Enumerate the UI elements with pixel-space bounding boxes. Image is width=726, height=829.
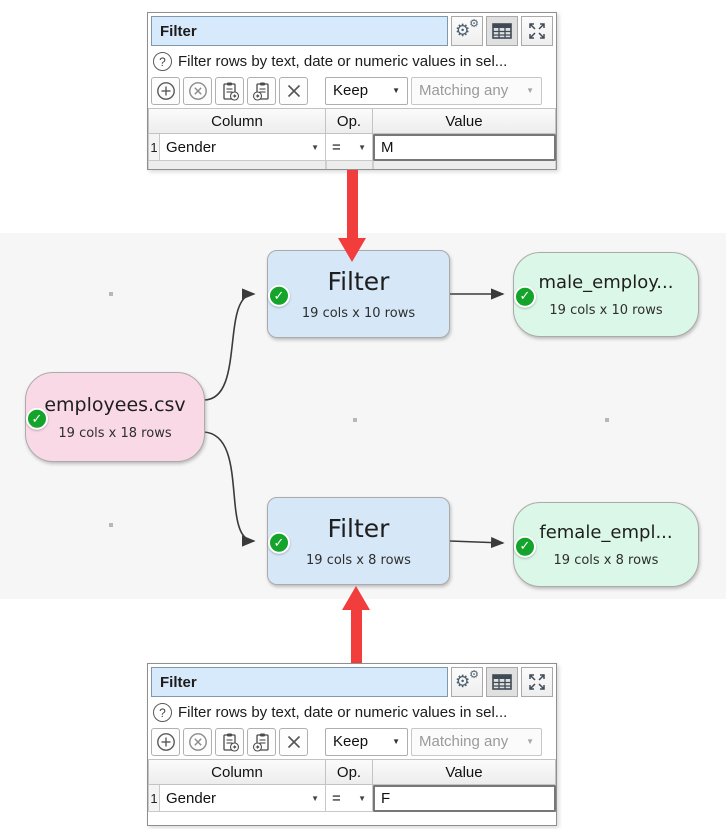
grid-dot	[109, 292, 113, 296]
red-arrow-up-icon	[342, 586, 370, 663]
expand-button[interactable]	[521, 667, 553, 697]
panel-title-field[interactable]: Filter	[151, 667, 448, 697]
remove-criterion-button[interactable]	[183, 727, 212, 756]
node-subtitle: 19 cols x 8 rows	[553, 552, 659, 568]
value-header: Value	[373, 759, 556, 785]
x-icon	[287, 735, 300, 748]
op-dropdown[interactable]: =	[326, 134, 373, 161]
filter-panel-top: Filter ⚙⚙	[147, 12, 557, 170]
row-number: 1	[148, 785, 160, 812]
node-title: female_empl...	[539, 521, 673, 543]
node-filter-bottom[interactable]: ✓ Filter 19 cols x 8 rows	[267, 497, 450, 585]
expand-icon	[529, 674, 545, 690]
node-title: employees.csv	[44, 393, 186, 416]
flow-canvas[interactable]: ✓ employees.csv 19 cols x 18 rows ✓ Filt…	[0, 233, 726, 599]
op-dropdown[interactable]: =	[326, 785, 373, 812]
help-icon[interactable]: ?	[153, 703, 172, 722]
clipboard-paste-icon	[252, 82, 269, 101]
op-header: Op.	[326, 759, 373, 785]
column-header: Column	[148, 759, 326, 785]
add-criterion-button[interactable]	[151, 727, 180, 756]
grid-dot	[109, 523, 113, 527]
column-header: Column	[148, 108, 326, 134]
help-text: Filter rows by text, date or numeric val…	[178, 53, 508, 70]
red-arrow-down-icon	[338, 170, 366, 262]
remove-criterion-button[interactable]	[183, 76, 212, 105]
help-text: Filter rows by text, date or numeric val…	[178, 704, 508, 721]
delete-criteria-button[interactable]	[279, 727, 308, 756]
node-female-employees[interactable]: ✓ female_empl... 19 cols x 8 rows	[513, 502, 699, 587]
criterion-row: 1 Gender = F	[148, 785, 556, 812]
op-header: Op.	[326, 108, 373, 134]
keep-dropdown[interactable]: Keep	[325, 727, 408, 756]
table-view-button[interactable]	[486, 667, 518, 697]
check-icon: ✓	[268, 531, 290, 554]
expand-icon	[529, 23, 545, 39]
gear-icon: ⚙⚙	[455, 668, 479, 692]
check-icon: ✓	[514, 535, 536, 558]
column-dropdown[interactable]: Gender	[160, 134, 326, 161]
add-criterion-button[interactable]	[151, 76, 180, 105]
value-input[interactable]: M	[373, 134, 556, 161]
value-header: Value	[373, 108, 556, 134]
node-subtitle: 19 cols x 8 rows	[306, 553, 411, 568]
copy-criteria-button[interactable]	[215, 76, 244, 105]
check-icon: ✓	[514, 285, 536, 308]
keep-dropdown[interactable]: Keep	[325, 76, 408, 105]
grid-dot	[605, 418, 609, 422]
value-input[interactable]: F	[373, 785, 556, 812]
x-icon	[287, 84, 300, 97]
filter-panel-bottom: Filter ⚙⚙	[147, 663, 557, 826]
expand-button[interactable]	[521, 16, 553, 46]
column-dropdown[interactable]: Gender	[160, 785, 326, 812]
node-employees-csv[interactable]: ✓ employees.csv 19 cols x 18 rows	[25, 372, 205, 462]
paste-criteria-button[interactable]	[247, 727, 276, 756]
criterion-row: 1 Gender = M	[148, 134, 556, 161]
node-subtitle: 19 cols x 18 rows	[58, 425, 172, 441]
check-icon: ✓	[26, 407, 48, 430]
clipboard-copy-icon	[222, 733, 239, 752]
delete-criteria-button[interactable]	[279, 76, 308, 105]
node-subtitle: 19 cols x 10 rows	[301, 306, 416, 321]
node-filter-top[interactable]: ✓ Filter 19 cols x 10 rows	[267, 250, 450, 338]
copy-criteria-button[interactable]	[215, 727, 244, 756]
node-male-employees[interactable]: ✓ male_employ... 19 cols x 10 rows	[513, 252, 699, 337]
settings-button[interactable]: ⚙⚙	[451, 16, 483, 46]
x-circle-icon	[188, 732, 207, 751]
check-icon: ✓	[268, 284, 290, 307]
settings-button[interactable]: ⚙⚙	[451, 667, 483, 697]
matching-dropdown[interactable]: Matching any	[411, 727, 542, 756]
table-icon	[492, 23, 512, 39]
matching-dropdown[interactable]: Matching any	[411, 76, 542, 105]
clipboard-copy-icon	[222, 82, 239, 101]
plus-circle-icon	[156, 732, 175, 751]
node-title: Filter	[327, 267, 390, 296]
help-icon[interactable]: ?	[153, 52, 172, 71]
panel-title-field[interactable]: Filter	[151, 16, 448, 46]
gear-icon: ⚙⚙	[455, 17, 479, 41]
clipboard-paste-icon	[252, 733, 269, 752]
node-subtitle: 19 cols x 10 rows	[549, 302, 663, 318]
paste-criteria-button[interactable]	[247, 76, 276, 105]
x-circle-icon	[188, 81, 207, 100]
row-number: 1	[148, 134, 160, 161]
cropped-next-row	[148, 161, 556, 169]
table-view-button[interactable]	[486, 16, 518, 46]
grid-dot	[353, 418, 357, 422]
node-title: Filter	[327, 514, 390, 543]
plus-circle-icon	[156, 81, 175, 100]
node-title: male_employ...	[538, 271, 674, 293]
table-icon	[492, 674, 512, 690]
